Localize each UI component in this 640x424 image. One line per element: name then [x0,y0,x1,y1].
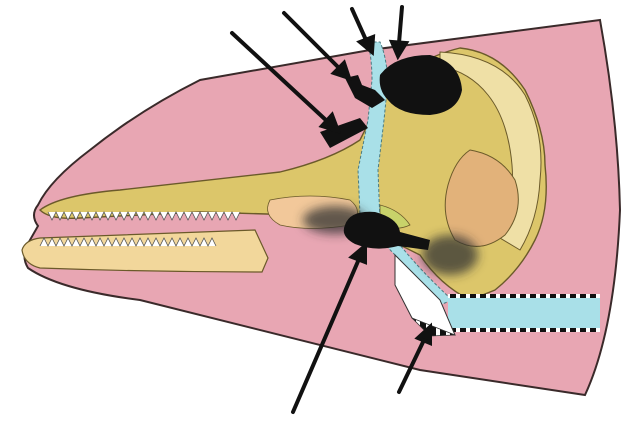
arrow-to-blowhole [350,7,376,57]
phonic-lips [345,75,385,108]
larynx-hatch [411,317,456,337]
occipital-region [444,149,519,247]
airway-tube [448,298,600,330]
nasal-plug [320,118,368,148]
airway-top-edge [448,294,600,298]
arrow-to-nasal-plug [230,31,342,135]
arrow-to-phonic-lips [282,11,353,82]
arrow-to-larynx [397,322,432,394]
airway-bottom-edge [448,328,600,332]
nasal-sac-mass [379,55,462,115]
arrow-to-ear-bone [291,241,367,414]
arrows [230,5,432,414]
arrow-to-nasal-sac [388,5,410,61]
upper-teeth [47,211,241,221]
ear-bone-mass [343,211,430,250]
lower-teeth [39,237,217,247]
